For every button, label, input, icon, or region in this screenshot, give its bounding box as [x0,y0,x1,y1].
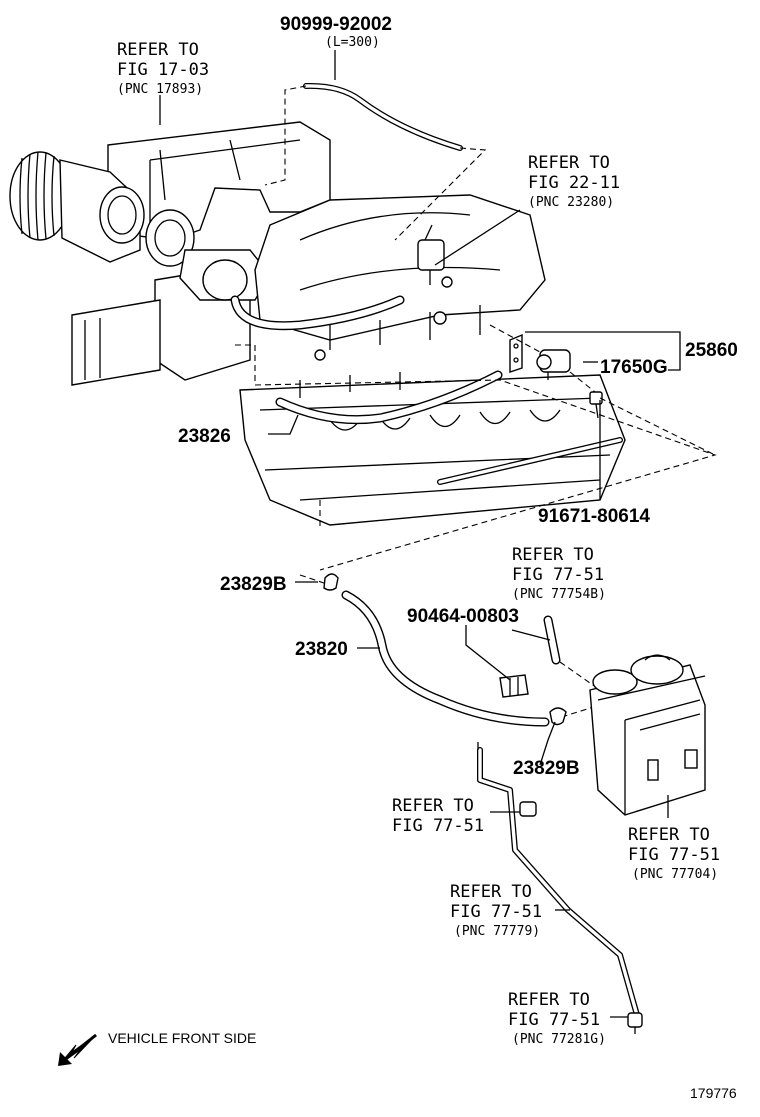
hose-90999-92002 [303,82,463,151]
ref-fig-77-51-77754b: REFER TO FIG 77-51 (PNC 77754B) [512,545,606,602]
ref-line2: FIG 77-51 [392,816,484,836]
tube-to-tank [477,742,640,1018]
ref-line1: REFER TO [528,153,610,173]
clip-23829b-top [323,573,339,591]
ref-fig-17-03: REFER TO FIG 17-03 (PNC 17893) [117,40,209,97]
part-23829b-bottom: 23829B [513,758,580,779]
vsv-valve-22-11 [417,224,453,288]
ref-line1: REFER TO [508,990,590,1010]
part-23826: 23826 [178,426,231,447]
arrow-down-left-icon [58,1033,97,1066]
ref-fig-77-51-plain: REFER TO FIG 77-51 [392,796,484,836]
clamp-90464-00803 [499,674,529,698]
hose-23826 [275,370,503,425]
part-number: 90999-92002 [280,14,392,35]
hose-23820 [341,590,550,727]
intake-duct [9,151,195,267]
charcoal-canister [589,654,706,816]
hose-77754b [543,615,561,665]
ref-line1: REFER TO [117,40,199,60]
ref-line2: FIG 77-51 [628,845,720,865]
clip-23829b-bottom [549,707,567,726]
part-90999-92002: 90999-92002 (L=300) [280,14,392,50]
ref-line1: REFER TO [450,882,532,902]
ref-fig-77-51-77779: REFER TO FIG 77-51 (PNC 77779) [450,882,542,939]
part-90464-00803: 90464-00803 [407,606,519,627]
part-23820: 23820 [295,639,348,660]
ref-line3: (PNC 77754B) [512,587,606,602]
part-note: (L=300) [325,35,380,50]
ref-line1: REFER TO [392,796,474,816]
ref-line3: (PNC 77281G) [512,1032,606,1047]
ref-line1: REFER TO [512,545,594,565]
ref-line3: (PNC 23280) [528,195,614,210]
ref-fig-22-11: REFER TO FIG 22-11 (PNC 23280) [528,153,620,210]
ref-line3: (PNC 77779) [454,924,540,939]
engine-assembly-drawing [9,121,626,526]
part-91671-80614: 91671-80614 [538,506,650,527]
ref-fig-77-51-77281g: REFER TO FIG 77-51 (PNC 77281G) [508,990,606,1047]
ref-line2: FIG 77-51 [450,902,542,922]
part-17650g: 17650G [600,357,668,378]
illustration-id: 179776 [690,1085,737,1101]
part-25860: 25860 [685,340,738,361]
connector-77-51 [519,801,537,817]
vsv-17650g [509,333,571,380]
ref-line2: FIG 77-51 [512,565,604,585]
direction-note: VEHICLE FRONT SIDE [108,1030,256,1046]
bolt-91671-80614 [589,391,603,419]
ref-line2: FIG 22-11 [528,173,620,193]
ref-line2: FIG 77-51 [508,1010,600,1030]
ref-line1: REFER TO [628,825,710,845]
leader-lines [159,50,681,1018]
part-23829b-top: 23829B [220,574,287,595]
ref-line3: (PNC 77704) [632,867,718,882]
ref-fig-77-51-77704: REFER TO FIG 77-51 (PNC 77704) [628,825,720,882]
ref-line2: FIG 17-03 [117,60,209,80]
connector-77281g [627,1012,643,1034]
ref-line3: (PNC 17893) [117,82,203,97]
